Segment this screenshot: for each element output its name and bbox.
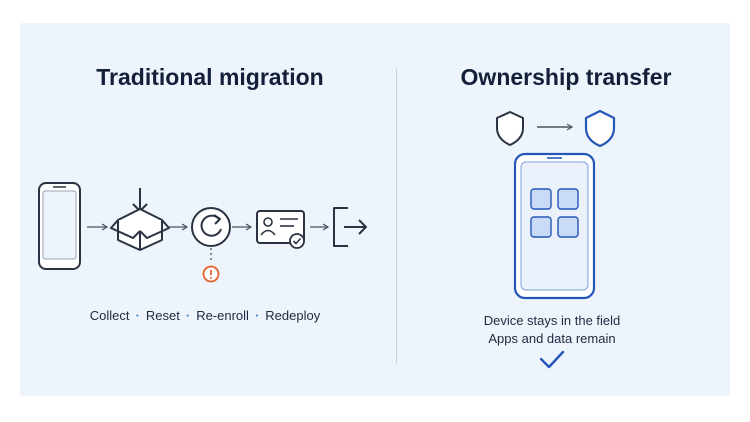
refresh-icon — [191, 207, 231, 247]
step-re-enroll: Re-enroll — [196, 308, 249, 323]
step-reset: Reset — [145, 308, 180, 323]
alert-icon — [202, 265, 220, 283]
tablet-apps-icon — [513, 152, 596, 300]
checkmark-icon — [539, 350, 565, 369]
caption-device-stays: Device stays in the field — [483, 313, 621, 328]
id-card-check-icon — [256, 210, 305, 249]
traditional-migration-title: Traditional migration — [96, 64, 324, 90]
shield-outline-icon — [496, 111, 524, 146]
migration-steps: Collect·Reset·Re-enroll·Redeploy — [89, 308, 321, 323]
exit-icon — [333, 207, 367, 247]
ownership-transfer-title: Ownership transfer — [460, 64, 672, 90]
step-redeploy: Redeploy — [265, 308, 321, 323]
box-download-icon — [110, 188, 170, 251]
shield-blue-icon — [584, 109, 616, 148]
step-collect: Collect — [89, 308, 130, 323]
caption-apps-remain: Apps and data remain — [488, 331, 616, 346]
section-divider — [396, 68, 397, 364]
phone-icon — [38, 182, 81, 270]
